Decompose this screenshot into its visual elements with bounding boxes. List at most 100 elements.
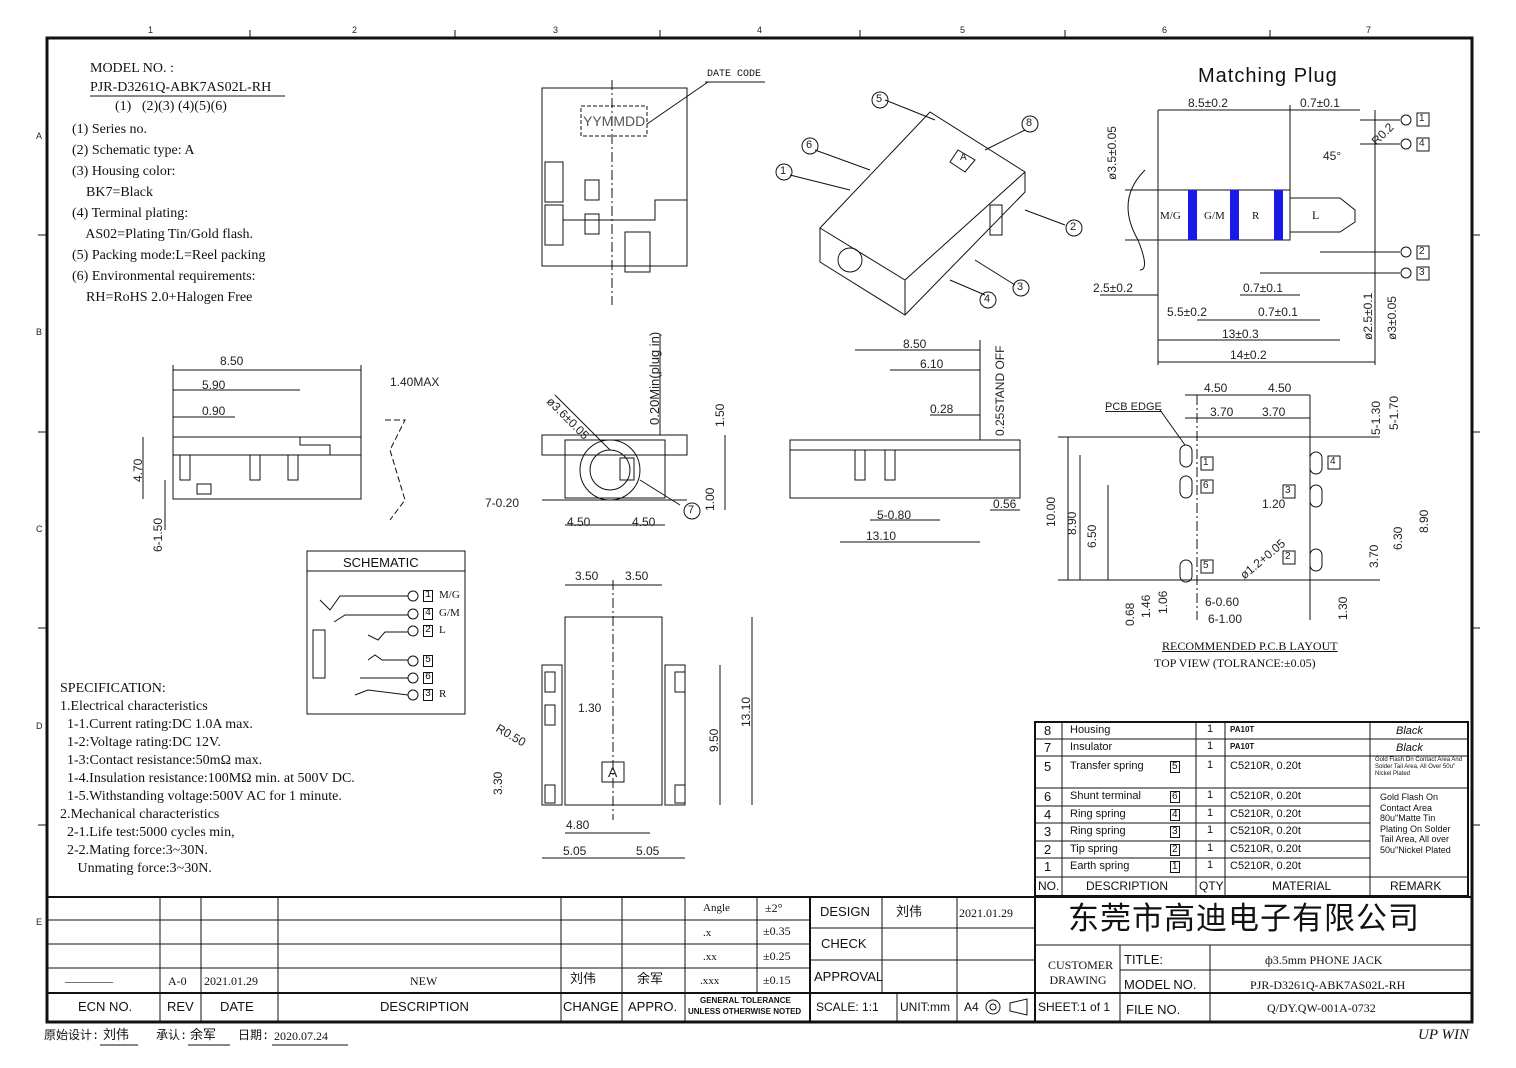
spec-line: 2-2.Mating force:3~30N. (60, 843, 208, 858)
bom-description: Housing (1070, 724, 1111, 736)
bom-description: Transfer spring (1070, 760, 1144, 772)
spec-line: Unmating force:3~30N. (60, 861, 212, 876)
bom-header: DESCRIPTION (1086, 879, 1169, 893)
orig-designer: 刘伟 (103, 1028, 130, 1043)
dim: 13.10 (739, 696, 753, 727)
bom-material: C5210R, 0.20t (1230, 760, 1301, 772)
bom-pin: 5 (1170, 761, 1180, 773)
bom-description: Ring spring (1070, 808, 1126, 820)
schematic-pin: 4 (423, 608, 434, 620)
dim: ø3.5±0.05 (1105, 126, 1119, 180)
bom-header: MATERIAL (1272, 879, 1332, 893)
spec-line: 1-2:Voltage rating:DC 12V. (60, 735, 221, 750)
frame-col: 7 (1366, 25, 1372, 35)
model-label: MODEL NO. (1124, 977, 1197, 992)
model-label: MODEL NO. : (90, 61, 174, 76)
date-code-label: DATE CODE (707, 69, 762, 80)
dim: 13±0.3 (1222, 327, 1259, 341)
sheet: SHEET:1 of 1 (1038, 1000, 1111, 1014)
spec-line: 1-4.Insulation resistance:100MΩ min. at … (60, 771, 355, 786)
bom-pin: 1 (1170, 861, 1180, 873)
pcb-pin: 2 (1285, 551, 1291, 562)
dim: 6-1.00 (1208, 612, 1243, 626)
frame-row: A (36, 131, 43, 141)
dim: 4.50 (1204, 381, 1228, 395)
dim: 14±0.2 (1230, 348, 1267, 362)
dim: 0.7±0.1 (1300, 96, 1340, 110)
tol-value: ±0.35 (763, 924, 791, 938)
pcb-pin: 5 (1203, 560, 1209, 571)
dim: 3.50 (575, 569, 599, 583)
spec-line: 1.Electrical characteristics (60, 699, 208, 714)
bom-qty: 1 (1207, 842, 1214, 854)
dim: 3.70 (1262, 405, 1286, 419)
brand: UP WIN (1418, 1027, 1469, 1043)
callout: 3 (1017, 281, 1024, 293)
dim: 8.90 (1065, 511, 1079, 535)
dim: 1.40MAX (390, 375, 440, 389)
bom-no: 2 (1044, 842, 1052, 857)
model-index: (1) (2)(3) (4)(5)(6) (115, 99, 227, 114)
frame-col: 4 (757, 25, 763, 35)
bom-description: Earth spring (1070, 860, 1130, 872)
bom-material: C5210R, 0.20t (1230, 860, 1301, 872)
bom-pin: 3 (1170, 826, 1180, 838)
hdr-change: CHANGE (563, 999, 619, 1014)
bom-header: REMARK (1390, 879, 1442, 893)
hdr-description: DESCRIPTION (380, 999, 469, 1014)
dim: 5.05 (636, 844, 660, 858)
dim: 0.28 (930, 402, 954, 416)
callout: 6 (806, 139, 813, 151)
callout: 5 (876, 93, 883, 105)
dim: 1.50 (713, 403, 727, 427)
dim: 5-1.30 (1369, 400, 1383, 435)
frame-col: 5 (960, 25, 966, 35)
dim: 6.30 (1391, 526, 1405, 550)
dim: 5.90 (202, 378, 226, 392)
rev-ecn: ———— (65, 974, 113, 988)
dim: 5-1.70 (1387, 395, 1401, 430)
tol-value: ±0.25 (763, 949, 791, 963)
spec-line: 2-1.Life test:5000 cycles min, (60, 825, 235, 840)
frame-row: D (36, 721, 43, 731)
schematic-pin: 5 (423, 655, 434, 667)
model-value: PJR-D3261Q-ABK7AS02L-RH (1250, 978, 1406, 992)
date-code-value: YYMMDD (583, 113, 646, 129)
callout: 2 (1070, 221, 1077, 233)
dim: 0.25STAND OFF (993, 345, 1007, 436)
dim: 1.20 (1262, 497, 1286, 511)
bom-material: PA10T (1230, 742, 1255, 751)
title-label: TITLE: (1124, 952, 1164, 967)
bom-no: 5 (1044, 759, 1052, 774)
dim: 13.10 (866, 529, 897, 543)
hdr-ecn: ECN NO. (78, 999, 133, 1014)
callout: 8 (1026, 117, 1033, 129)
model-item: AS02=Plating Tin/Gold flash. (72, 227, 253, 242)
plug-segment: M/G (1160, 210, 1181, 222)
callout: 7 (688, 504, 695, 516)
date-label: 日期: (238, 1029, 270, 1043)
schematic-pin-label: G/M (439, 607, 460, 619)
model-item: (3) Housing color: (72, 164, 176, 179)
tol-key: Angle (703, 902, 730, 914)
title-value: ф3.5mm PHONE JACK (1265, 953, 1383, 967)
dim: 45° (1323, 149, 1342, 163)
bom-qty: 1 (1207, 807, 1214, 819)
dim: 2.5±0.2 (1093, 281, 1133, 295)
pcb-pin: 1 (1203, 457, 1209, 468)
frame-row: C (36, 524, 43, 534)
dim: 10.00 (1044, 496, 1058, 527)
pcb-subcaption: TOP VIEW (TOLRANCE:±0.05) (1154, 656, 1316, 670)
schematic-pin: 2 (423, 625, 434, 637)
schematic-pin: 1 (423, 590, 434, 602)
dim: 6.10 (920, 357, 944, 371)
schematic-pin: 3 (423, 689, 434, 701)
hdr-date: DATE (220, 999, 254, 1014)
dim: 3.30 (491, 771, 505, 795)
dim: 4.50 (567, 515, 591, 529)
dim: 5.5±0.2 (1167, 305, 1207, 319)
frame-col: 3 (553, 25, 559, 35)
model-item: (6) Environmental requirements: (72, 269, 256, 284)
plug-pin: 3 (1419, 267, 1425, 278)
dim: 6-1.50 (151, 517, 165, 552)
